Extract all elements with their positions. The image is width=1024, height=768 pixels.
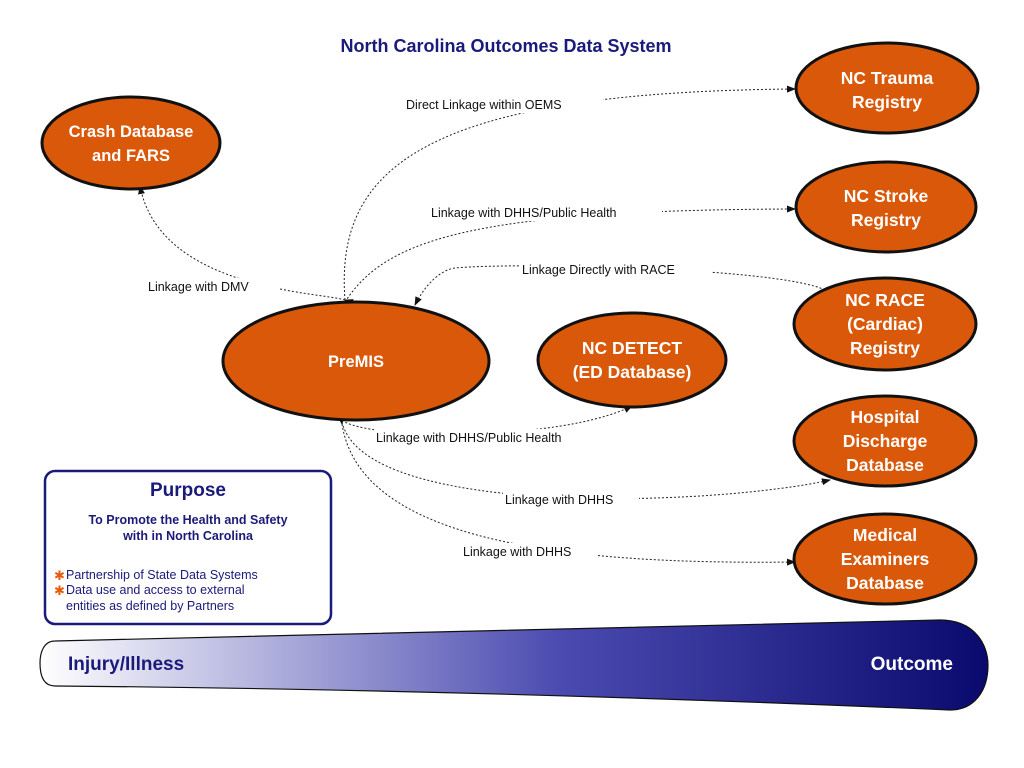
purpose-subtitle-1: To Promote the Health and Safety xyxy=(88,513,287,527)
band-left-label: Injury/Illness xyxy=(68,654,184,675)
edge-label-stroke: Linkage with DHHS/Public Health xyxy=(431,206,617,220)
node-trauma-label-1: NC Trauma xyxy=(841,68,934,88)
edge-label-crash: Linkage with DMV xyxy=(148,280,249,294)
edge-label-bg xyxy=(520,261,712,278)
edge-label-bg xyxy=(146,278,280,295)
nodes: Crash Database and FARS PreMIS NC Trauma… xyxy=(40,41,980,606)
diagram-title: North Carolina Outcomes Data System xyxy=(340,36,671,56)
edge-label-bg xyxy=(403,96,603,113)
edge-label-hospital: Linkage with DHHS xyxy=(505,493,613,507)
node-detect-label-1: NC DETECT xyxy=(582,338,682,358)
node-hospital-discharge-database[interactable]: Hospital Discharge Database xyxy=(792,394,978,488)
node-hospital-label-1: Hospital xyxy=(850,407,919,427)
edge-labels: Direct Linkage within OEMS Linkage with … xyxy=(146,96,712,560)
bullet-asterisk-icon: ✱ xyxy=(54,584,65,599)
purpose-item-1: Partnership of State Data Systems xyxy=(66,568,258,582)
node-medical-examiners-database[interactable]: Medical Examiners Database xyxy=(792,512,978,606)
edge-premis-crash xyxy=(138,185,354,306)
node-crash-database[interactable]: Crash Database and FARS xyxy=(40,95,222,191)
edge-premis-trauma xyxy=(343,85,796,301)
purpose-item-2-line-1: Data use and access to external xyxy=(66,583,245,597)
purpose-item-2-line-2: entities as defined by Partners xyxy=(66,599,234,613)
node-stroke-label-2: Registry xyxy=(851,210,921,230)
node-crash-label-2: and FARS xyxy=(92,147,170,165)
node-nc-detect[interactable]: NC DETECT (ED Database) xyxy=(536,311,728,409)
node-premis[interactable]: PreMIS xyxy=(221,300,491,422)
node-race-label-2: (Cardiac) xyxy=(847,314,923,334)
edge-label-bg xyxy=(461,543,597,560)
edge-premis-stroke xyxy=(344,205,796,303)
purpose-title: Purpose xyxy=(150,480,226,501)
node-nc-race-registry[interactable]: NC RACE (Cardiac) Registry xyxy=(792,276,978,372)
edge-label-bg xyxy=(374,429,608,446)
edge-label-detect: Linkage with DHHS/Public Health xyxy=(376,431,562,445)
band-right-label: Outcome xyxy=(871,654,953,675)
edge-label-bg xyxy=(503,491,639,508)
node-hospital-label-2: Discharge xyxy=(843,431,928,451)
edge-label-trauma: Direct Linkage within OEMS xyxy=(406,98,562,112)
edge-label-medical: Linkage with DHHS xyxy=(463,545,571,559)
node-premis-label: PreMIS xyxy=(328,353,384,371)
gradient-band xyxy=(39,619,989,711)
edge-label-race: Linkage Directly with RACE xyxy=(522,263,675,277)
outcome-band: Injury/Illness Outcome xyxy=(39,619,989,711)
node-crash-label-1: Crash Database xyxy=(69,123,194,141)
purpose-subtitle-2: with in North Carolina xyxy=(122,529,254,543)
node-medical-label-2: Examiners xyxy=(841,549,930,569)
bullet-asterisk-icon: ✱ xyxy=(54,569,65,584)
node-stroke-label-1: NC Stroke xyxy=(844,186,929,206)
purpose-box: Purpose To Promote the Health and Safety… xyxy=(43,469,333,626)
node-medical-label-3: Database xyxy=(846,573,924,593)
node-nc-trauma-registry[interactable]: NC Trauma Registry xyxy=(794,41,980,135)
node-medical-label-1: Medical xyxy=(853,525,917,545)
edge-premis-medical xyxy=(337,415,796,566)
node-race-label-3: Registry xyxy=(850,338,920,358)
node-race-label-1: NC RACE xyxy=(845,290,925,310)
node-nc-stroke-registry[interactable]: NC Stroke Registry xyxy=(794,160,978,254)
node-trauma-label-2: Registry xyxy=(852,92,922,112)
edge-label-bg xyxy=(428,204,662,221)
node-detect-label-2: (ED Database) xyxy=(573,362,692,382)
node-hospital-label-3: Database xyxy=(846,455,924,475)
purpose-frame xyxy=(43,469,333,626)
